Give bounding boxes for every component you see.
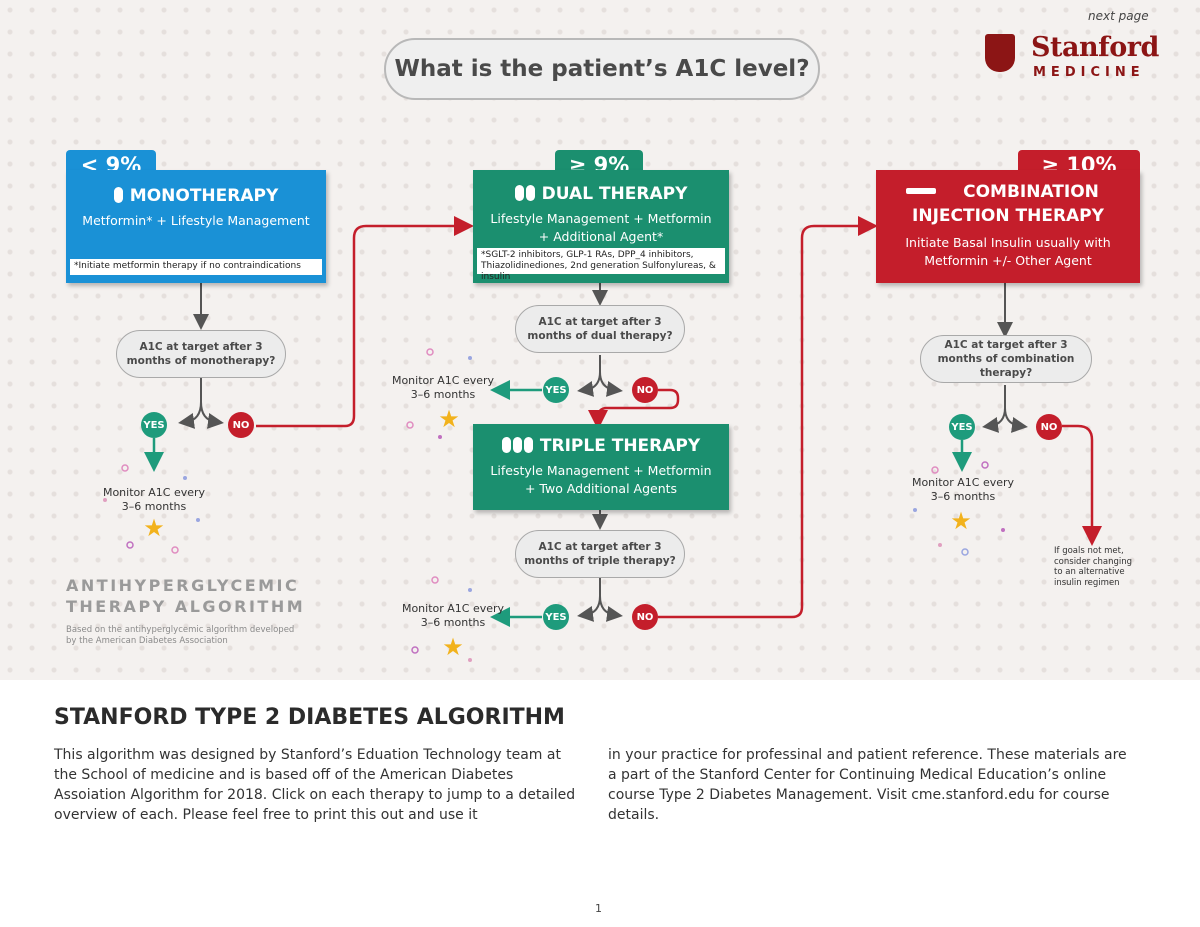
sparkle-dots xyxy=(103,348,1005,662)
a1c-question: What is the patient’s A1C level? xyxy=(384,38,820,100)
combo-subtitle-2: Metformin +/- Other Agent xyxy=(924,253,1092,268)
combo-monitor-text: Monitor A1C every 3–6 months xyxy=(911,476,1015,503)
mono-subtitle: Metformin* + Lifestyle Management xyxy=(82,213,310,228)
dual-no-badge: NO xyxy=(632,377,658,403)
description-column-2: in your practice for professinal and pat… xyxy=(608,747,1127,823)
mono-title: MONOTHERAPY xyxy=(129,186,279,206)
syringe-icon xyxy=(906,188,936,194)
dual-subtitle-1: Lifestyle Management + Metformin xyxy=(490,211,712,226)
mono-no-badge: NO xyxy=(228,412,254,438)
star-icon: ★ xyxy=(442,633,464,661)
page-number: 1 xyxy=(595,902,602,915)
star-icon: ★ xyxy=(438,405,460,433)
triple-monitor-text: Monitor A1C every 3–6 months xyxy=(401,602,505,629)
dual-title: DUAL THERAPY xyxy=(541,184,688,204)
dual-monitor-text: Monitor A1C every 3–6 months xyxy=(391,374,495,401)
combo-subtitle-1: Initiate Basal Insulin usually with xyxy=(905,235,1111,250)
triple-no-badge: NO xyxy=(632,604,658,630)
star-icon: ★ xyxy=(950,507,972,535)
triple-yes-badge: YES xyxy=(543,604,569,630)
combo-goals-note: If goals not met, consider changing to a… xyxy=(1054,546,1133,588)
combo-no-badge: NO xyxy=(1036,414,1062,440)
logo-subtitle: MEDICINE xyxy=(1033,65,1145,80)
logo-name: Stanford xyxy=(1031,32,1159,63)
algorithm-source: Based on the antihyperglycemic algorithm… xyxy=(66,625,295,646)
triple-therapy-card[interactable]: TRIPLE THERAPY Lifestyle Management + Me… xyxy=(473,424,729,510)
pill-icon xyxy=(514,185,524,201)
mono-monitor-text: Monitor A1C every 3–6 months xyxy=(102,486,206,513)
pill-icon xyxy=(113,187,123,203)
dual-note: *SGLT-2 inhibitors, GLP-1 RAs, DPP_4 inh… xyxy=(477,248,725,282)
triple-subtitle-1: Lifestyle Management + Metformin xyxy=(490,463,712,478)
triple-subtitle-2: + Two Additional Agents xyxy=(524,481,678,496)
star-icon: ★ xyxy=(143,514,165,542)
mono-note: *Initiate metformin therapy if no contra… xyxy=(70,259,322,275)
monotherapy-card[interactable]: MONOTHERAPY Metformin* + Lifestyle Manag… xyxy=(66,170,326,283)
pill-icon xyxy=(525,185,535,201)
dual-subtitle-2: + Additional Agent* xyxy=(538,229,664,244)
flow-connectors xyxy=(103,216,1102,662)
algorithm-title-line-2: THERAPY ALGORITHM xyxy=(66,597,306,616)
stanford-shield-icon xyxy=(985,34,1015,72)
combo-title-1: COMBINATION xyxy=(963,182,1099,202)
description-column-1: This algorithm was designed by Stanford’… xyxy=(54,747,576,823)
next-page-link[interactable]: next page xyxy=(1088,9,1149,23)
triple-decision: A1C at target after 3 months of triple t… xyxy=(515,530,685,578)
combo-title-2: INJECTION THERAPY xyxy=(912,206,1104,226)
triple-title: TRIPLE THERAPY xyxy=(539,436,701,456)
combination-therapy-card[interactable]: COMBINATION INJECTION THERAPY Initiate B… xyxy=(876,170,1140,283)
section-heading: STANFORD TYPE 2 DIABETES ALGORITHM xyxy=(54,705,565,730)
mono-yes-badge: YES xyxy=(141,412,167,438)
dual-yes-badge: YES xyxy=(543,377,569,403)
algorithm-title: ANTIHYPERGLYCEMIC THERAPY ALGORITHM xyxy=(66,575,305,617)
dual-decision: A1C at target after 3 months of dual the… xyxy=(515,305,685,353)
stanford-medicine-logo: Stanford MEDICINE xyxy=(985,32,1159,82)
dual-therapy-card[interactable]: DUAL THERAPY Lifestyle Management + Metf… xyxy=(473,170,729,283)
combo-decision: A1C at target after 3 months of combinat… xyxy=(920,335,1092,383)
mono-decision: A1C at target after 3 months of monother… xyxy=(116,330,286,378)
pill-icon xyxy=(512,437,522,453)
pill-icon xyxy=(501,437,511,453)
algorithm-title-line-1: ANTIHYPERGLYCEMIC xyxy=(66,576,300,595)
pill-icon xyxy=(523,437,533,453)
combo-yes-badge: YES xyxy=(949,414,975,440)
